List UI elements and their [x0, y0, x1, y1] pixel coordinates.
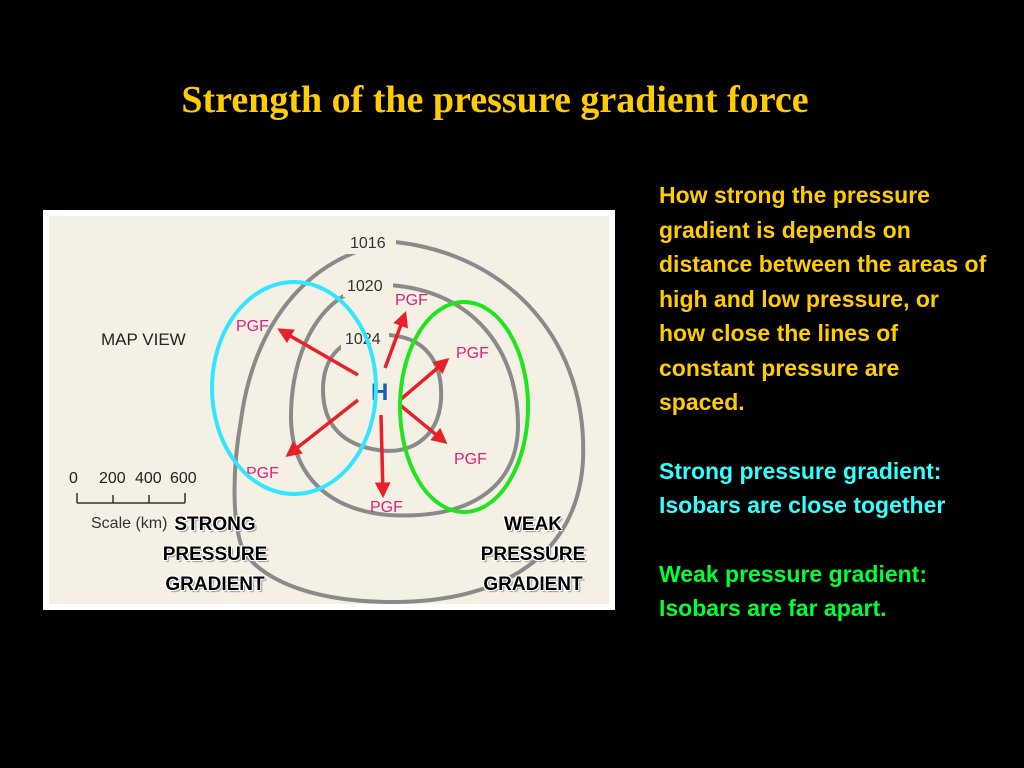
scale-tick-400: 400	[135, 470, 162, 487]
strong-gradient-ellipse	[210, 280, 378, 496]
pgf-label-lower-right: PGF	[454, 451, 487, 468]
scale-bar	[76, 493, 186, 504]
pressure-map-figure: 1016 1020 1024 MAP VIEW H PGF PGF PGF PG…	[43, 210, 615, 610]
pgf-arrows	[277, 311, 450, 499]
weak-gradient-label: WEAK PRESSURE GRADIENT	[480, 514, 586, 595]
slide-title: Strength of the pressure gradient force	[181, 79, 809, 121]
pgf-arrow-lower-right	[398, 403, 448, 445]
weak-gradient-paragraph: Weak pressure gradient: Isobars are far …	[659, 560, 928, 622]
pressure-map-svg: 1016 1020 1024 MAP VIEW H PGF PGF PGF PG…	[49, 216, 609, 605]
pgf-label-upper-left: PGF	[236, 318, 269, 335]
pgf-label-bottom: PGF	[370, 499, 403, 516]
pgf-label-lower-left: PGF	[246, 465, 279, 482]
intro-paragraph: How strong the pressure gradient is depe…	[659, 182, 987, 415]
scale-tick-0: 0	[69, 470, 78, 487]
map-view-label: MAP VIEW	[101, 330, 186, 349]
weak-gradient-ellipse	[398, 300, 530, 514]
pgf-arrow-lower-left	[285, 398, 360, 457]
strong-gradient-label: STRONG PRESSURE GRADIENT	[162, 514, 268, 595]
explanation-panel: How strong the pressure gradient is depe…	[659, 178, 989, 660]
isobar-label-1024: 1024	[345, 331, 381, 348]
isobar-label-1020: 1020	[347, 278, 383, 295]
isobar-label-1016: 1016	[350, 235, 386, 252]
isobar-1016	[232, 239, 586, 605]
strong-gradient-paragraph: Strong pressure gradient: Isobars are cl…	[659, 457, 946, 519]
pgf-label-top: PGF	[395, 292, 428, 309]
pgf-arrow-top	[383, 311, 409, 369]
isobar-1020	[288, 282, 521, 518]
pgf-label-upper-right: PGF	[456, 345, 489, 362]
pgf-arrow-upper-right	[398, 357, 450, 402]
scale-tick-200: 200	[99, 470, 126, 487]
pgf-arrow-bottom	[374, 414, 391, 499]
scale-tick-600: 600	[170, 470, 197, 487]
scale-label: Scale (km)	[91, 515, 167, 532]
pgf-arrow-upper-left	[277, 328, 359, 377]
